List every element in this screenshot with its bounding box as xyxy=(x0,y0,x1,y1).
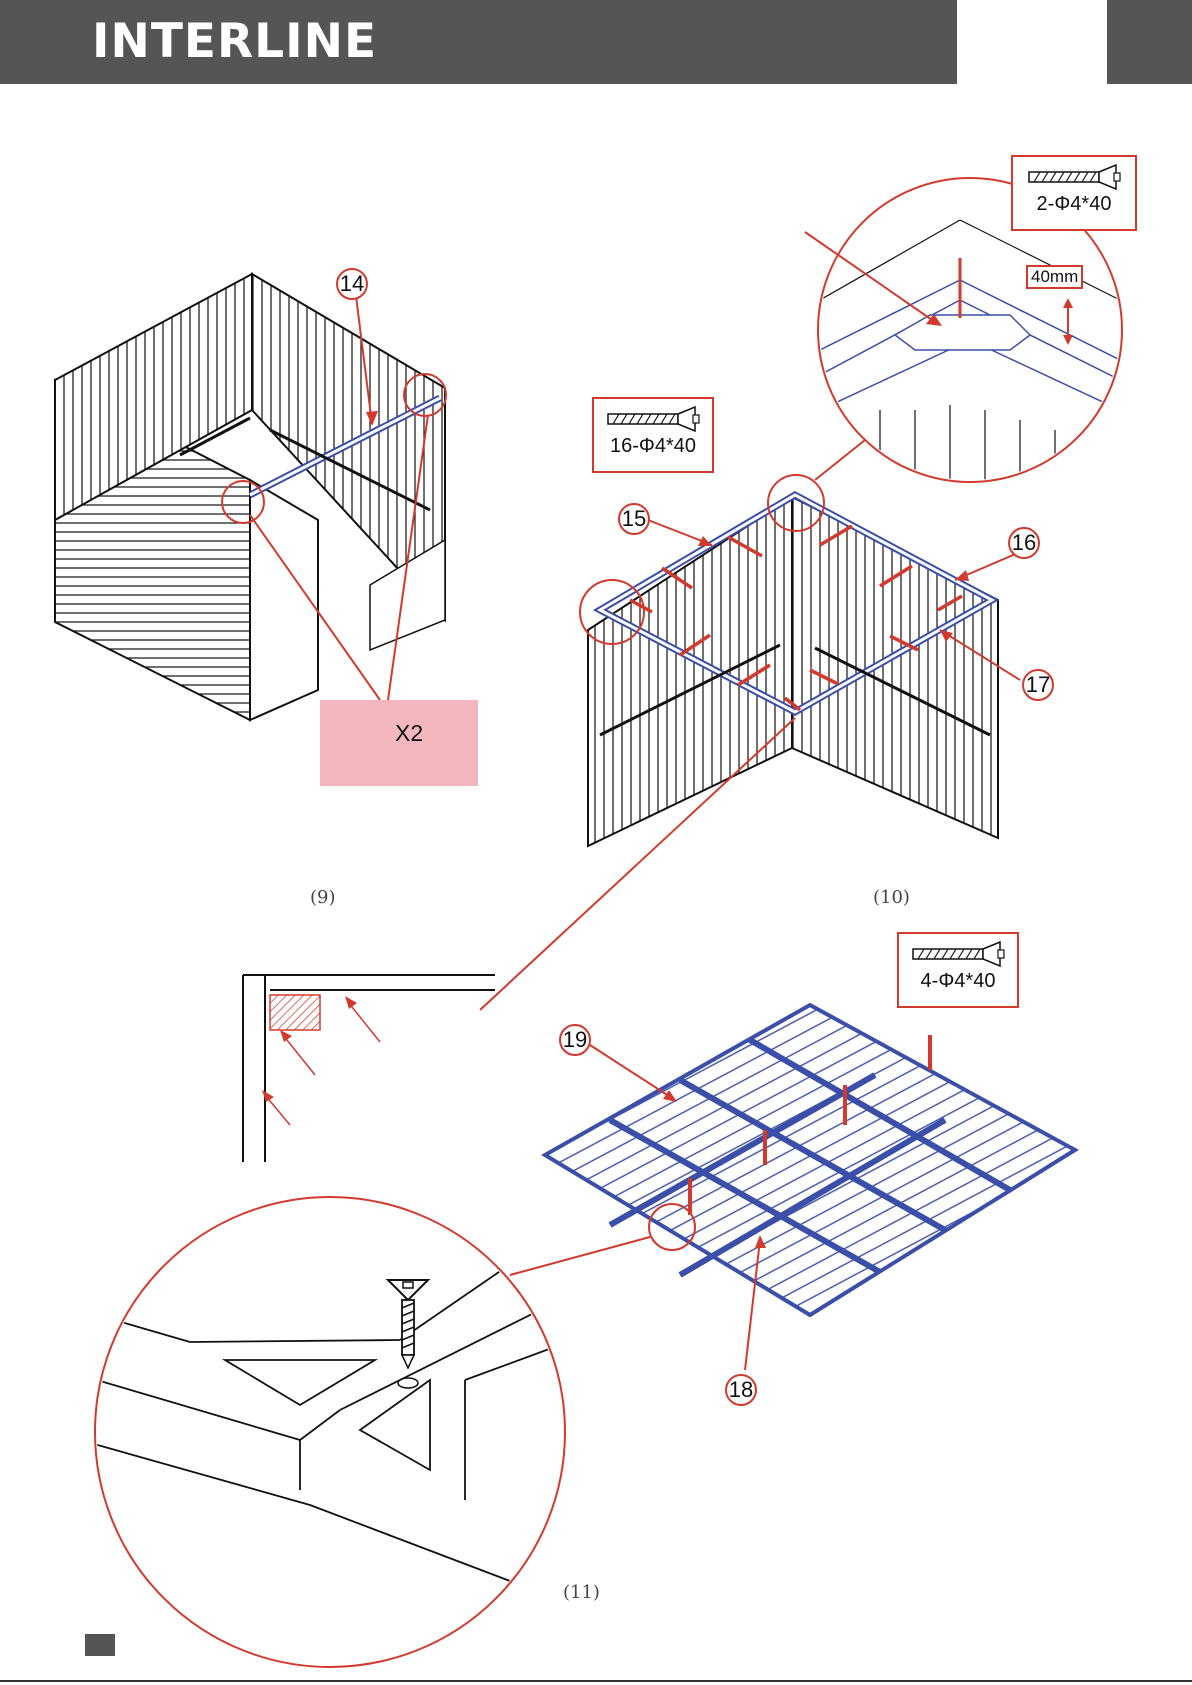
screw-icon xyxy=(908,940,1008,968)
screw-callout: 16-Φ4*40 xyxy=(592,397,714,473)
screw-qty-label: 2-Φ4*40 xyxy=(1037,193,1112,215)
figure-11-detail xyxy=(80,1197,565,1667)
screw-qty-label: 16-Φ4*40 xyxy=(610,435,696,457)
part-callout: 14 xyxy=(336,268,368,300)
figure-label: (9) xyxy=(310,887,336,908)
part-callout: 15 xyxy=(618,503,650,535)
page-number-tab xyxy=(85,1634,115,1656)
kit-quantity: X2 xyxy=(395,720,423,747)
screw-callout: 4-Φ4*40 xyxy=(897,932,1019,1008)
figure-label: (10) xyxy=(873,887,910,908)
figure-9-drawing xyxy=(55,274,446,720)
footer-rule xyxy=(0,1680,1192,1682)
screw-callout: 2-Φ4*40 xyxy=(1011,155,1137,231)
screw-icon xyxy=(1024,163,1124,191)
part-callout: 17 xyxy=(1022,669,1054,701)
figure-10-drawing xyxy=(580,428,1020,846)
figure-11-drawing xyxy=(510,1005,1075,1370)
part-callout: 19 xyxy=(559,1024,591,1056)
screw-icon xyxy=(603,405,703,433)
figure-label: (11) xyxy=(563,1582,600,1603)
part-callout: 18 xyxy=(725,1374,757,1406)
dimension-label: 40mm xyxy=(1026,265,1083,289)
screw-qty-label: 4-Φ4*40 xyxy=(921,970,996,992)
part-callout: 16 xyxy=(1008,527,1040,559)
